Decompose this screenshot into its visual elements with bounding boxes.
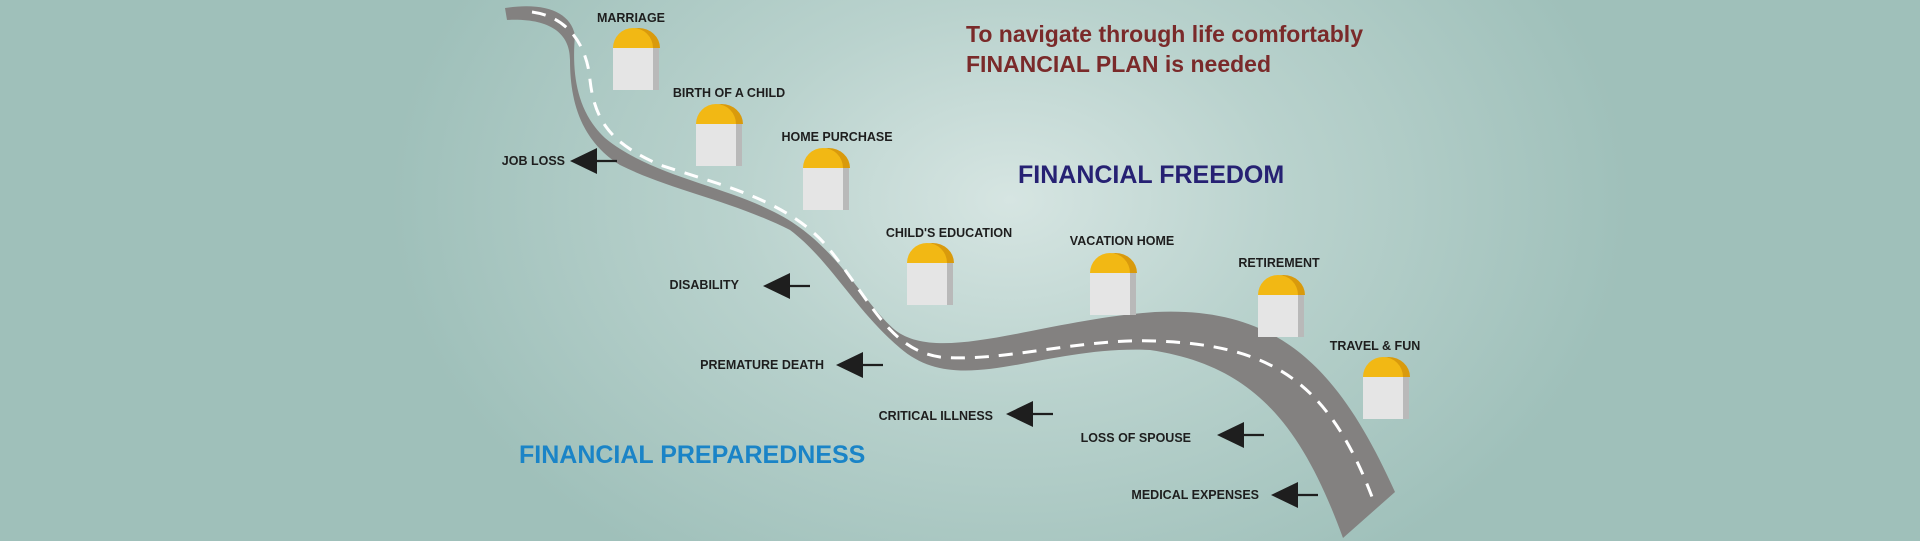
risk-arrows [570,148,1318,508]
risk-label-job-loss: JOB LOSS [502,154,565,168]
financial-freedom-title: FINANCIAL FREEDOM [1018,161,1284,189]
milestone-label-birth-of-a-child: BIRTH OF A CHILD [673,86,785,100]
risk-label-loss-of-spouse: LOSS OF SPOUSE [1081,431,1191,445]
risk-label-premature-death: PREMATURE DEATH [700,358,824,372]
milestone-label-retirement: RETIREMENT [1238,256,1320,270]
risk-arrow-critical-illness [1006,401,1053,427]
risk-label-disability: DISABILITY [670,278,740,292]
milestone-label-vacation-home: VACATION HOME [1070,234,1174,248]
milestone-stone-vacation-home [1090,253,1137,315]
risk-arrow-loss-of-spouse [1217,422,1264,448]
risk-label-medical-expenses: MEDICAL EXPENSES [1131,488,1259,502]
risk-arrow-medical-expenses [1271,482,1318,508]
milestone-stone-birth-of-a-child [696,104,743,166]
milestone-stone-home-purchase [803,148,850,210]
risk-label-critical-illness: CRITICAL ILLNESS [879,409,993,423]
milestone-stone-retirement [1258,275,1305,337]
headline: To navigate through life comfortably FIN… [966,21,1363,77]
milestone-stones [613,28,1410,419]
risk-arrow-premature-death [836,352,883,378]
milestone-label-home-purchase: HOME PURCHASE [781,130,892,144]
milestone-label-marriage: MARRIAGE [597,11,665,25]
headline-line-2: FINANCIAL PLAN is needed [966,51,1271,77]
milestone-stone-travel-and-fun [1363,357,1410,419]
milestone-label-childs-education: CHILD'S EDUCATION [886,226,1012,240]
headline-line-1: To navigate through life comfortably [966,21,1363,47]
milestone-labels: MARRIAGE BIRTH OF A CHILD HOME PURCHASE … [597,11,1420,353]
milestone-stone-childs-education [907,243,954,305]
milestone-stone-marriage [613,28,660,90]
financial-preparedness-title: FINANCIAL PREPAREDNESS [519,441,865,469]
risk-arrow-disability [763,273,810,299]
risk-arrow-job-loss [570,148,617,174]
milestone-label-travel-and-fun: TRAVEL & FUN [1330,339,1421,353]
risk-labels: JOB LOSS DISABILITY PREMATURE DEATH CRIT… [502,154,1259,502]
